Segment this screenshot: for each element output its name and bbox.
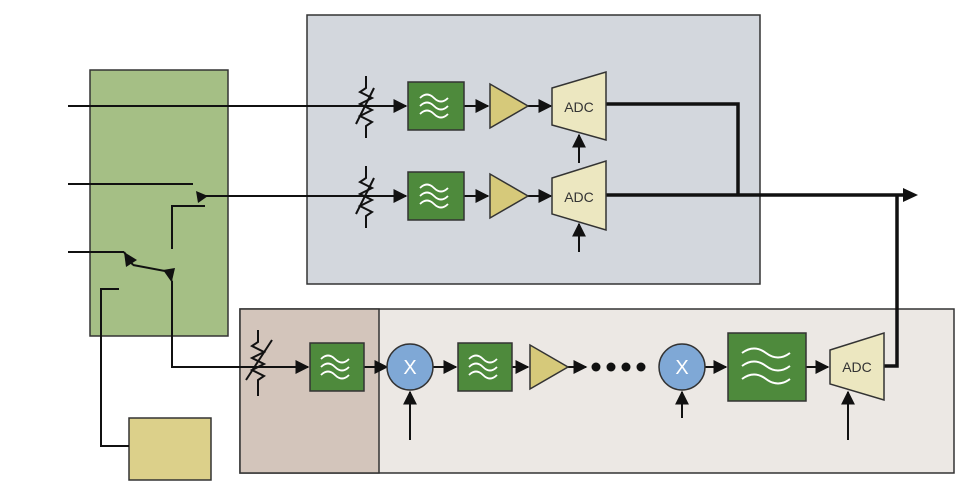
mixer-second-label: X — [675, 357, 688, 379]
mixer-x-icon: X — [386, 343, 434, 391]
bandpass-filter-icon — [457, 342, 513, 392]
ellipsis-dots — [591, 362, 646, 372]
bandpass-filter-icon — [407, 81, 465, 131]
output-arrow — [903, 188, 918, 202]
grey-panel — [306, 14, 761, 285]
control-block — [128, 417, 212, 481]
top-channel-wires — [378, 99, 586, 252]
switch-matrix-block — [89, 69, 229, 337]
bandpass-filter-icon — [727, 332, 807, 402]
adc-middle: ADC — [551, 159, 607, 232]
mixer-x-icon: X — [658, 343, 706, 391]
output-bus — [606, 102, 905, 368]
amplifier-triangle-icon — [529, 343, 570, 391]
amplifier-triangle-icon — [489, 172, 530, 220]
adc-bottom-label: ADC — [842, 359, 872, 375]
adc-top: ADC — [551, 70, 607, 141]
adc-middle-label: ADC — [564, 189, 594, 205]
variable-resistor-icon — [245, 330, 273, 396]
bandpass-filter-icon — [407, 171, 465, 221]
variable-resistor-icon — [355, 76, 375, 138]
amplifier-triangle-icon — [489, 82, 530, 130]
adc-bottom: ADC — [829, 331, 885, 402]
lower-chain-wires — [270, 360, 855, 440]
switch-arrows — [124, 191, 208, 281]
mixer-first-label: X — [403, 357, 416, 379]
variable-resistor-icon — [355, 166, 375, 228]
bandpass-filter-icon — [309, 342, 365, 392]
adc-top-label: ADC — [564, 99, 594, 115]
